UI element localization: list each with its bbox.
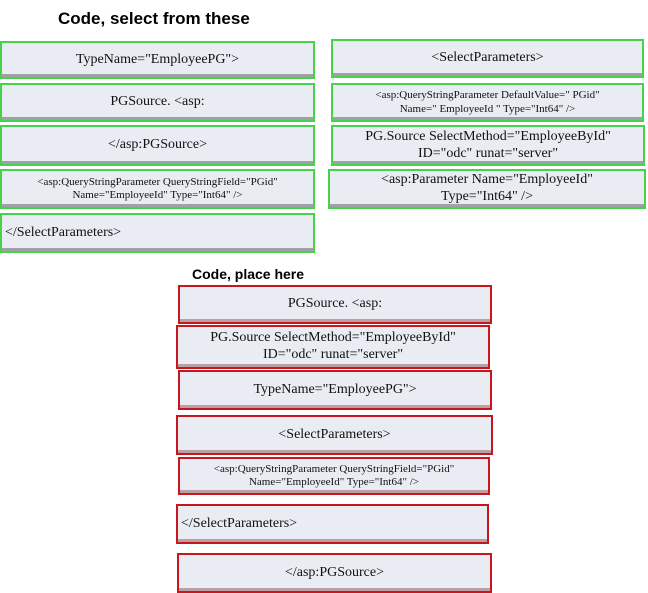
tile-text: </SelectParameters> <box>5 224 122 240</box>
tile-text: <asp:QueryStringParameter QueryStringFie… <box>37 175 278 201</box>
tile-text: TypeName="EmployeePG"> <box>75 51 240 67</box>
placed-tile-selectparameters-close[interactable]: </SelectParameters> <box>176 504 489 544</box>
placed-tile-close-source[interactable]: </asp:PGSource> <box>177 553 492 593</box>
source-tile-asp-parameter[interactable]: <asp:Parameter Name="EmployeeId" Type="I… <box>328 169 646 209</box>
tile-text: <asp:Parameter Name="EmployeeId" Type="I… <box>381 172 593 204</box>
tile-text: <asp:QueryStringParameter DefaultValue="… <box>375 89 600 115</box>
placed-tile-querystring-field[interactable]: <asp:QueryStringParameter QueryStringFie… <box>178 457 490 495</box>
tile-text: <SelectParameters> <box>431 50 544 66</box>
source-tile-querystring-field[interactable]: <asp:QueryStringParameter QueryStringFie… <box>0 169 315 209</box>
source-tile-selectmethod[interactable]: PG.Source SelectMethod="EmployeeById" ID… <box>331 125 645 166</box>
source-tile-selectparameters-close[interactable]: </SelectParameters> <box>0 213 315 253</box>
source-tile-typename[interactable]: TypeName="EmployeePG"> <box>0 41 315 79</box>
place-here-heading: Code, place here <box>192 266 305 282</box>
placed-tile-selectmethod[interactable]: PG.Source SelectMethod="EmployeeById" ID… <box>176 325 490 369</box>
tile-text: <asp:QueryStringParameter QueryStringFie… <box>213 462 455 488</box>
placed-tile-source-asp[interactable]: PGSource. <asp: <box>178 285 492 324</box>
tile-text: PGSource. <asp: <box>287 296 383 312</box>
source-tile-source-asp[interactable]: PGSource. <asp: <box>0 83 315 122</box>
placed-tile-typename[interactable]: TypeName="EmployeePG"> <box>178 370 492 410</box>
tile-text: </SelectParameters> <box>181 515 298 531</box>
tile-text: PGSource. <asp: <box>110 94 205 110</box>
tile-text: </asp:PGSource> <box>107 137 207 153</box>
tile-text: </asp:PGSource> <box>284 564 384 580</box>
select-from-heading: Code, select from these <box>58 9 250 28</box>
source-tile-selectparameters-open[interactable]: <SelectParameters> <box>331 39 644 78</box>
tile-text: PG.Source SelectMethod="EmployeeById" ID… <box>365 128 611 161</box>
source-tile-querystring-defaultvalue[interactable]: <asp:QueryStringParameter DefaultValue="… <box>331 83 644 122</box>
tile-text: <SelectParameters> <box>278 426 391 442</box>
source-tile-close-source[interactable]: </asp:PGSource> <box>0 125 315 166</box>
tile-text: PG.Source SelectMethod="EmployeeById" ID… <box>210 330 456 362</box>
tile-text: TypeName="EmployeePG"> <box>253 381 417 397</box>
placed-tile-selectparameters-open[interactable]: <SelectParameters> <box>176 415 493 455</box>
